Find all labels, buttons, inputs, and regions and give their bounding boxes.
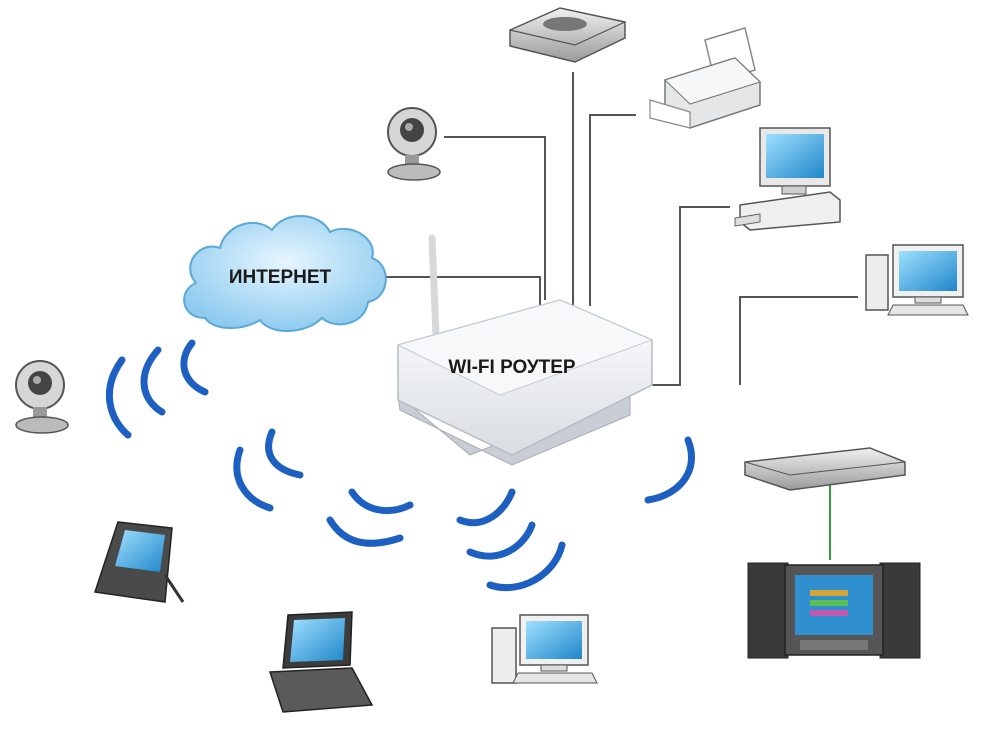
- webcam-icon: [387, 107, 441, 181]
- wifi-router: WI-FI РОУТЕР: [396, 234, 654, 466]
- webcam-left: [15, 360, 69, 434]
- wifi-wave-icon: [180, 339, 209, 396]
- printer-icon: [649, 27, 761, 129]
- desktop-computer-icon: [491, 614, 598, 684]
- pda: [94, 521, 185, 603]
- desktop-computer-icon: [865, 244, 969, 316]
- cable-internet: [374, 276, 541, 305]
- wifi-wave-icon: [233, 446, 274, 512]
- router-top: [396, 299, 654, 396]
- tv-with-speakers: [747, 562, 921, 659]
- cable-desktop-top: [630, 206, 730, 386]
- desktop-computer-icon: [734, 127, 841, 231]
- pda-icon: [94, 521, 185, 603]
- wifi-wave-icon: [486, 541, 566, 592]
- media-player-icon: [744, 447, 906, 491]
- internet-cloud: ИНТЕРНЕТ: [183, 215, 387, 332]
- cable-lines: [374, 72, 858, 386]
- laptop: [268, 611, 374, 713]
- webcam-top: [387, 107, 441, 181]
- wifi-waves: [105, 339, 696, 592]
- printer: [649, 27, 761, 129]
- webcam-icon: [15, 360, 69, 434]
- desktop-computer-bottom: [491, 614, 598, 684]
- cloud-icon: [183, 215, 387, 332]
- laptop-icon: [268, 611, 374, 713]
- cable-printer: [589, 114, 636, 306]
- hard-drive-icon: [509, 7, 626, 63]
- wifi-wave-icon: [644, 436, 696, 504]
- cable-webcam: [444, 136, 546, 300]
- wifi-wave-icon: [466, 521, 536, 560]
- media-player: [744, 447, 906, 491]
- tv-icon: [747, 562, 921, 659]
- wifi-wave-icon: [456, 488, 516, 527]
- desktop-computer-top: [734, 127, 841, 231]
- router-label: WI-FI РОУТЕР: [448, 357, 576, 378]
- wifi-wave-icon: [105, 356, 132, 439]
- wifi-wave-icon: [265, 428, 304, 479]
- cable-desktop-bottom: [739, 296, 858, 385]
- internet-label: ИНТЕРНЕТ: [229, 267, 332, 288]
- external-hard-drive: [509, 7, 626, 63]
- wifi-wave-icon: [326, 516, 404, 547]
- desktop-computer-right: [865, 244, 969, 316]
- wifi-wave-icon: [140, 346, 166, 416]
- router-antenna: [428, 234, 440, 339]
- wifi-wave-icon: [348, 488, 414, 515]
